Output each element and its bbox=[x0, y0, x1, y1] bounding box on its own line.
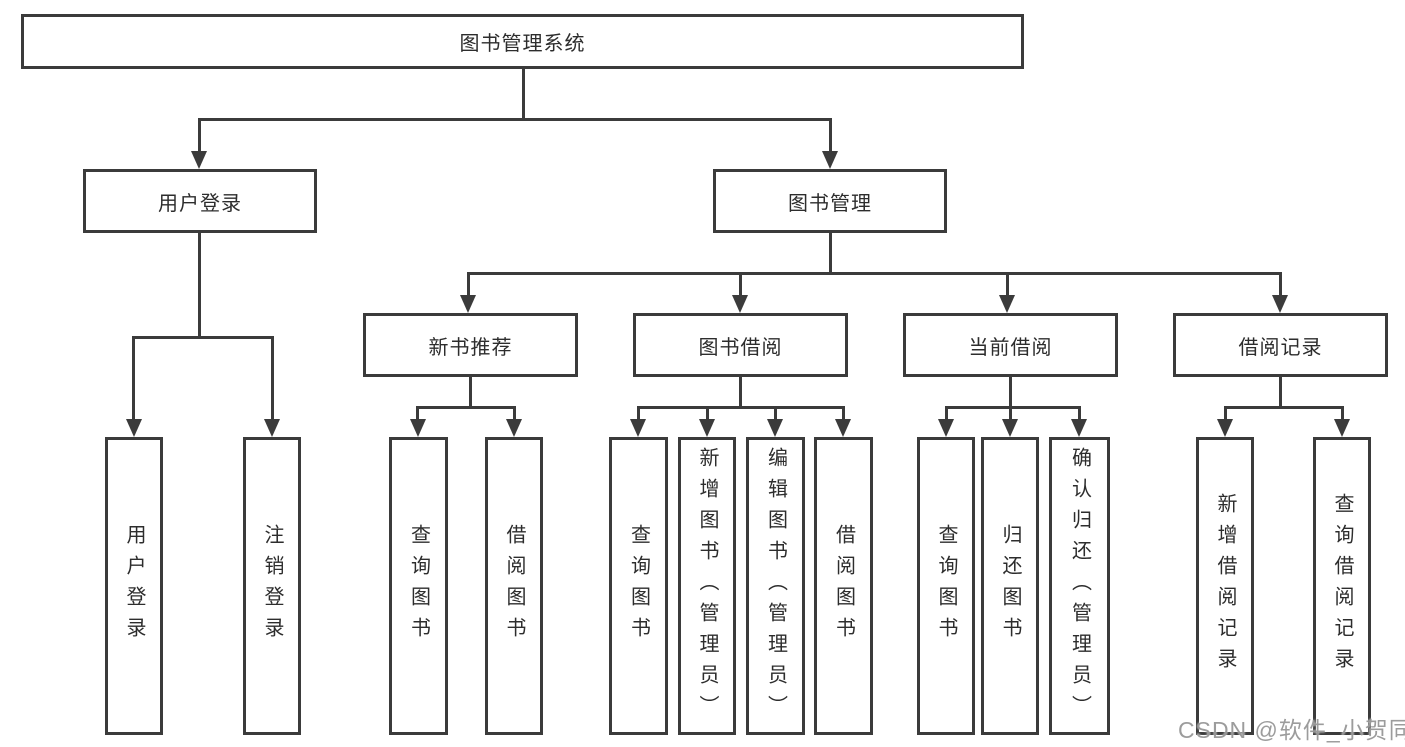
connector-drop bbox=[945, 406, 948, 422]
arrowhead-icon bbox=[126, 419, 142, 437]
leaf-query-borrow-record: 查询借阅记录 bbox=[1313, 437, 1371, 735]
arrowhead-icon bbox=[506, 419, 522, 437]
node-borrowing: 图书借阅 bbox=[633, 313, 848, 377]
leaf-query-books-b-label: 查询图书 bbox=[627, 524, 650, 648]
connector-drop bbox=[842, 406, 845, 422]
connector-drop-login bbox=[132, 336, 135, 421]
connector-root-stem bbox=[522, 68, 525, 120]
node-book-mgmt: 图书管理 bbox=[713, 169, 947, 233]
connector-drop bbox=[637, 406, 640, 422]
csdn-watermark: CSDN @软件_小贺同学 bbox=[1178, 717, 1405, 743]
connector-records-stem bbox=[1279, 377, 1282, 409]
connector-book-mgmt-stem bbox=[829, 233, 832, 275]
node-root-label: 图书管理系统 bbox=[459, 33, 586, 55]
arrowhead-icon bbox=[1002, 419, 1018, 437]
node-book-mgmt-label: 图书管理 bbox=[788, 192, 872, 215]
arrowhead-icon bbox=[410, 419, 426, 437]
arrowhead-icon bbox=[191, 151, 207, 169]
arrowhead-icon bbox=[630, 419, 646, 437]
leaf-add-books-admin: 新增图书（管理员） bbox=[678, 437, 736, 735]
node-new-books: 新书推荐 bbox=[363, 313, 578, 377]
leaf-query-books-b: 查询图书 bbox=[609, 437, 668, 735]
leaf-confirm-return-admin: 确认归还（管理员） bbox=[1049, 437, 1110, 735]
connector-user-login-stem bbox=[198, 233, 201, 339]
connector-drop-records bbox=[1279, 272, 1282, 300]
node-records: 借阅记录 bbox=[1173, 313, 1388, 377]
connector-level2-rail bbox=[467, 272, 1281, 275]
leaf-query-books-a: 查询图书 bbox=[389, 437, 448, 735]
connector-drop-new-books bbox=[467, 272, 470, 300]
arrowhead-icon bbox=[1217, 419, 1233, 437]
connector-borrowing-stem bbox=[739, 377, 742, 409]
leaf-add-books-admin-label: 新增图书（管理员） bbox=[696, 446, 718, 726]
arrowhead-icon bbox=[1334, 419, 1350, 437]
node-user-login: 用户登录 bbox=[83, 169, 317, 233]
leaf-return-books: 归还图书 bbox=[981, 437, 1039, 735]
connector-drop bbox=[706, 406, 709, 422]
leaf-borrow-books-a: 借阅图书 bbox=[485, 437, 543, 735]
connector-drop bbox=[416, 406, 419, 422]
leaf-user-login: 用户登录 bbox=[105, 437, 163, 735]
connector-drop bbox=[1341, 406, 1344, 422]
arrowhead-icon bbox=[732, 295, 748, 313]
connector-drop-user-login bbox=[198, 118, 201, 154]
leaf-confirm-return-admin-label: 确认归还（管理员） bbox=[1068, 446, 1091, 726]
node-new-books-label: 新书推荐 bbox=[428, 336, 513, 359]
connector-borrowing-rail bbox=[637, 406, 845, 409]
leaf-logout: 注销登录 bbox=[243, 437, 301, 735]
connector-drop bbox=[513, 406, 516, 422]
leaf-logout-label: 注销登录 bbox=[261, 524, 283, 648]
leaf-borrow-books-a-label: 借阅图书 bbox=[503, 524, 525, 648]
leaf-borrow-books-b: 借阅图书 bbox=[814, 437, 873, 735]
leaf-add-borrow-record-label: 新增借阅记录 bbox=[1214, 493, 1236, 679]
connector-new-books-rail bbox=[416, 406, 516, 409]
arrowhead-icon bbox=[835, 419, 851, 437]
arrowhead-icon bbox=[822, 151, 838, 169]
node-user-login-label: 用户登录 bbox=[158, 192, 242, 215]
connector-records-rail bbox=[1224, 406, 1344, 409]
connector-drop bbox=[1224, 406, 1227, 422]
node-records-label: 借阅记录 bbox=[1238, 336, 1323, 359]
connector-level1-rail bbox=[198, 118, 832, 121]
leaf-query-borrow-record-label: 查询借阅记录 bbox=[1331, 493, 1353, 679]
leaf-return-books-label: 归还图书 bbox=[999, 524, 1021, 648]
connector-drop-book-mgmt bbox=[829, 118, 832, 154]
connector-user-login-rail bbox=[132, 336, 274, 339]
node-root: 图书管理系统 bbox=[21, 14, 1024, 69]
leaf-query-books-c: 查询图书 bbox=[917, 437, 975, 735]
connector-drop bbox=[1009, 406, 1012, 422]
leaf-borrow-books-b-label: 借阅图书 bbox=[832, 524, 855, 648]
leaf-user-login-label: 用户登录 bbox=[123, 524, 145, 648]
arrowhead-icon bbox=[1272, 295, 1288, 313]
connector-drop bbox=[774, 406, 777, 422]
leaf-edit-books-admin-label: 编辑图书（管理员） bbox=[764, 446, 787, 726]
connector-drop-logout bbox=[271, 336, 274, 421]
arrowhead-icon bbox=[1071, 419, 1087, 437]
connector-drop-current bbox=[1006, 272, 1009, 300]
connector-drop-borrowing bbox=[739, 272, 742, 300]
leaf-add-borrow-record: 新增借阅记录 bbox=[1196, 437, 1254, 735]
leaf-query-books-c-label: 查询图书 bbox=[935, 524, 957, 648]
node-current-label: 当前借阅 bbox=[968, 336, 1053, 359]
arrowhead-icon bbox=[460, 295, 476, 313]
connector-current-stem bbox=[1009, 377, 1012, 409]
arrowhead-icon bbox=[699, 419, 715, 437]
node-borrowing-label: 图书借阅 bbox=[698, 336, 783, 359]
connector-new-books-stem bbox=[469, 377, 472, 409]
arrowhead-icon bbox=[264, 419, 280, 437]
arrowhead-icon bbox=[938, 419, 954, 437]
connector-current-rail bbox=[945, 406, 1081, 409]
arrowhead-icon bbox=[767, 419, 783, 437]
connector-drop bbox=[1078, 406, 1081, 422]
leaf-query-books-a-label: 查询图书 bbox=[407, 524, 430, 648]
leaf-edit-books-admin: 编辑图书（管理员） bbox=[746, 437, 805, 735]
node-current: 当前借阅 bbox=[903, 313, 1118, 377]
arrowhead-icon bbox=[999, 295, 1015, 313]
